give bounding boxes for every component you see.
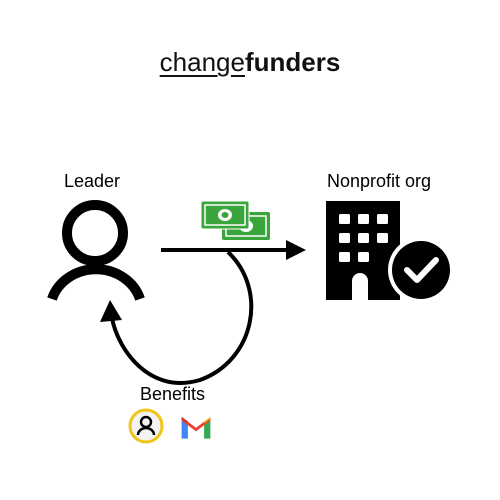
leader-label: Leader <box>64 171 121 191</box>
money-arrow <box>161 240 306 260</box>
benefits-return-arrow <box>100 250 254 385</box>
title-change: change <box>159 47 245 77</box>
gmail-icon <box>181 417 211 439</box>
page-title: changefunders <box>0 46 500 78</box>
building-check-icon <box>326 201 454 303</box>
money-bills-icon <box>200 200 270 240</box>
benefits-label: Benefits <box>140 384 206 404</box>
person-icon <box>47 200 145 301</box>
profile-badge-icon <box>128 408 164 444</box>
title-funders: funders <box>244 47 341 77</box>
nonprofit-org-label: Nonprofit org <box>327 171 432 191</box>
